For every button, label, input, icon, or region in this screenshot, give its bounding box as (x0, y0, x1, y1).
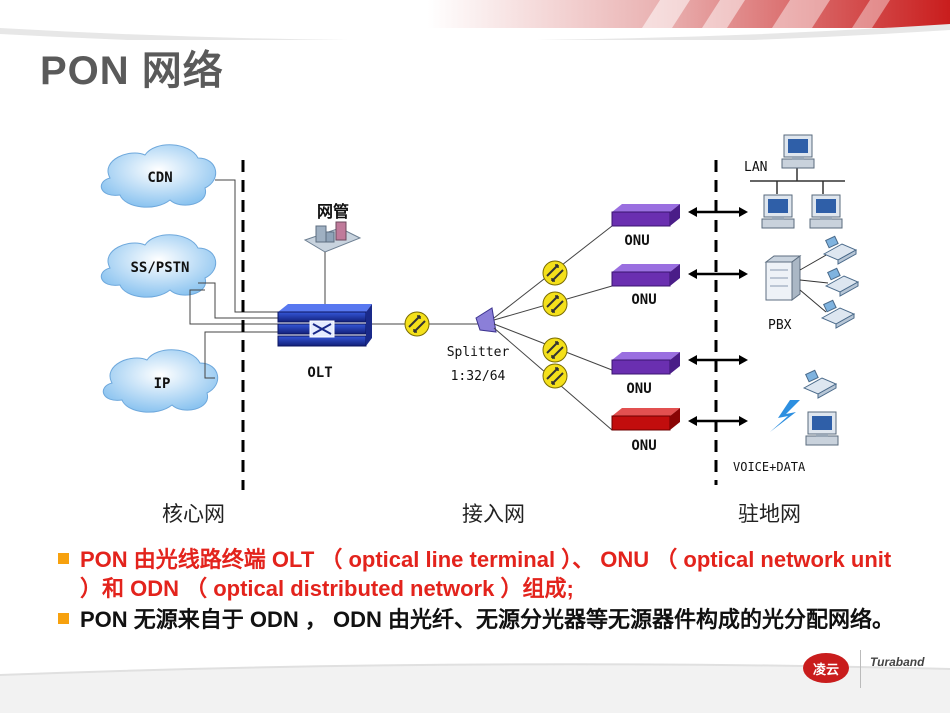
bidirectional-arrow-icon (686, 267, 750, 281)
voice-data-label: VOICE+DATA (733, 460, 806, 474)
onu-icon (611, 352, 680, 375)
logo-text: 凌云 (812, 661, 839, 677)
computer-icon (781, 134, 815, 169)
bidirectional-arrow-icon (686, 205, 750, 219)
logo-divider (860, 650, 861, 688)
zone-label-access: 接入网 (462, 503, 525, 526)
fiber-coupler-icon (542, 260, 568, 286)
pbx-icon (764, 255, 802, 301)
lan-label: LAN (744, 160, 767, 175)
bullet-marker (58, 613, 69, 624)
onu-label: ONU (631, 438, 656, 454)
bullet-text: PON 无源来自于 ODN ， ODN 由光纤、无源分光器等无源器件构成的光分配… (80, 607, 895, 632)
bullet-text: PON 由光线路终端 OLT （ optical line terminal ）… (80, 547, 892, 601)
nms-icon (303, 221, 362, 253)
onu-label: ONU (631, 292, 656, 308)
top-banner (0, 0, 950, 40)
fiber-coupler-icon (542, 291, 568, 317)
logo-text: Turaband (870, 655, 925, 669)
cloud-label: IP (154, 376, 171, 392)
olt-label: OLT (307, 365, 332, 381)
fiber-coupler-icon (404, 311, 430, 337)
page-title: PON 网络 (40, 49, 224, 93)
computer-icon (805, 411, 839, 446)
splitter-label: Splitter (447, 345, 510, 360)
lightning-icon (770, 400, 800, 432)
computer-icon (761, 194, 795, 229)
cloud-cdn (100, 144, 217, 208)
zone-label-core: 核心网 (162, 503, 225, 526)
splitter-icon (475, 307, 497, 333)
cloud-ip (102, 349, 219, 413)
bidirectional-arrow-icon (686, 414, 750, 428)
bullet-item: PON 由光线路终端 OLT （ optical line terminal ）… (58, 545, 908, 603)
phone-icon (823, 235, 857, 265)
phone-icon (803, 369, 837, 399)
fiber-coupler-icon (542, 337, 568, 363)
onu-icon (611, 204, 680, 227)
onu-icon (611, 408, 680, 431)
olt-icon (277, 304, 372, 347)
bullet-marker (58, 553, 69, 564)
zone-label-premises: 驻地网 (738, 503, 801, 526)
company-logo-left: 凌云 (803, 653, 849, 683)
onu-label: ONU (624, 233, 649, 249)
bidirectional-arrow-icon (686, 353, 750, 367)
onu-label: ONU (626, 381, 651, 397)
onu-icon (611, 264, 680, 287)
pon-diagram: CDN SS/PSTN IP 网管 (100, 134, 859, 490)
pbx-label: PBX (768, 318, 792, 333)
cloud-label: SS/PSTN (130, 260, 189, 276)
pbx-links (799, 253, 829, 313)
phone-icon (821, 299, 855, 329)
splitter-ratio: 1:32/64 (451, 369, 506, 384)
cloud-ss-pstn (100, 234, 217, 298)
branch-fibers (493, 225, 613, 431)
fiber-coupler-icon (542, 363, 568, 389)
company-logo-right: Turaband (870, 655, 924, 669)
computer-icon (809, 194, 843, 229)
phone-icon (825, 267, 859, 297)
nms-label: 网管 (317, 202, 349, 221)
bullet-item: PON 无源来自于 ODN ， ODN 由光纤、无源分光器等无源器件构成的光分配… (58, 605, 908, 634)
cloud-label: CDN (147, 170, 172, 186)
